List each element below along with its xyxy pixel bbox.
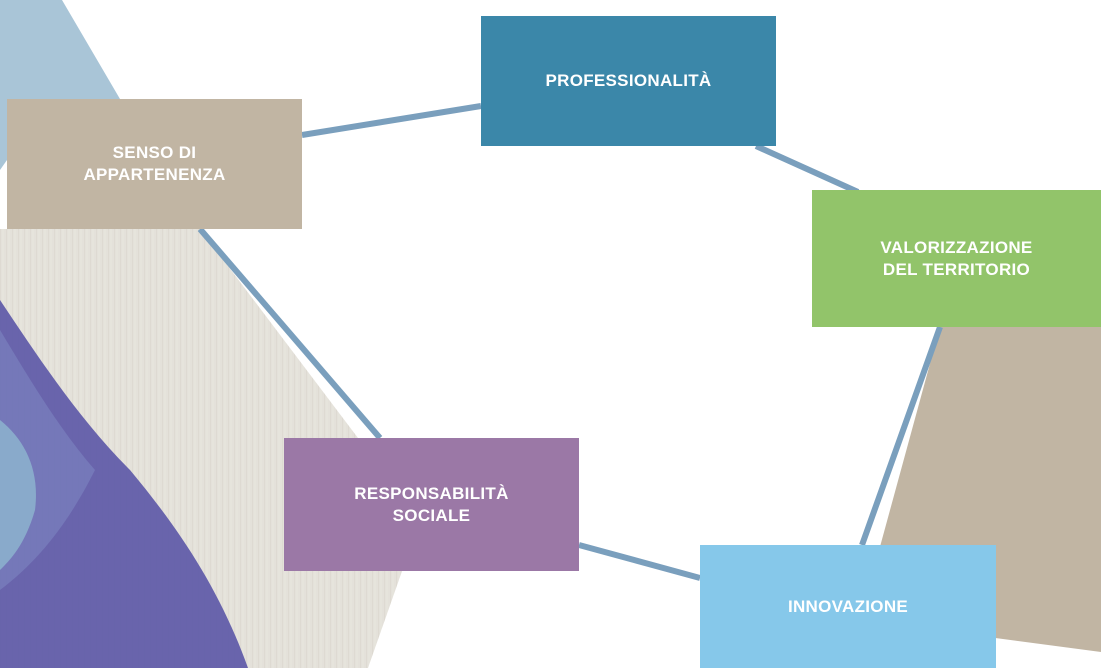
sky-shape <box>0 0 120 170</box>
node-professionalita: PROFESSIONALITÀ <box>481 16 776 146</box>
node-senso-di-appartenenza: SENSO DI APPARTENENZA <box>7 99 302 229</box>
node-innovazione: INNOVAZIONE <box>700 545 996 668</box>
connector-professionalita-valorizzazione <box>754 143 860 195</box>
connector-innovazione-responsabilita <box>578 542 701 581</box>
connector-valorizzazione-innovazione <box>859 325 943 547</box>
connector-senso-professionalita <box>301 103 482 138</box>
node-responsabilita-sociale: RESPONSABILITÀ SOCIALE <box>284 438 579 571</box>
violet-patch <box>0 300 248 668</box>
connector-responsabilita-senso <box>197 227 383 440</box>
teal-patch <box>0 420 36 570</box>
node-valorizzazione-del-territorio: VALORIZZAZIONE DEL TERRITORIO <box>812 190 1101 327</box>
